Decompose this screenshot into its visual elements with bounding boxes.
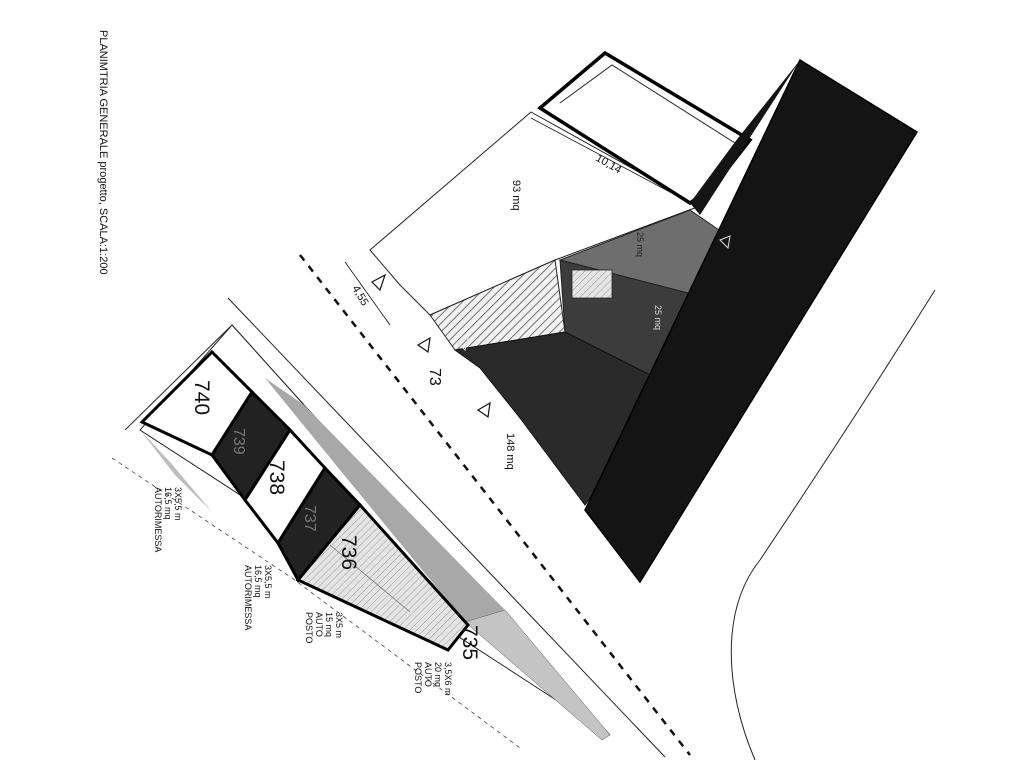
parcel-number-73: 73 [426, 368, 443, 386]
triangle-marker-4 [457, 337, 469, 351]
legend-parking-2: POSTO AUTO 20 mq 3,5X6 m [413, 662, 453, 696]
lower-area-label: 148 mq [504, 433, 516, 470]
triangle-marker-2 [416, 336, 431, 354]
lot-boundary-dashed [111, 457, 521, 749]
legend-parking-2-line-4: 3,5X6 m [443, 662, 453, 696]
unit-number-735: 735 [458, 625, 481, 660]
legend-garage-2-line-1: AUTORIMESSA [243, 565, 253, 630]
unit-736 [295, 502, 470, 652]
lot-tail-gray [464, 609, 611, 741]
building-connector [690, 60, 800, 215]
legend-parking-1-line-1: POSTO [304, 612, 314, 643]
legend-garage-2-line-2: 16,5 mq [253, 565, 263, 598]
legend-garage-2: AUTORIMESSA 16,5 mq 3X5,5 m [243, 565, 273, 630]
legend-garage-1: AUTORIMESSA 16,5 mq 3X5,5 m [153, 487, 183, 552]
legend-parking-2-line-2: AUTO [423, 662, 433, 687]
lot-strip-gray [265, 378, 505, 622]
unit-736-divider [329, 544, 411, 613]
unit-number-737: 737 [301, 505, 318, 532]
legend-parking-1: POSTO AUTO 15 mq 3X5 m [304, 612, 344, 643]
annex-roof-line [559, 64, 736, 144]
stair-area-label-b: 25 mq [653, 305, 663, 330]
dimension-line-side [344, 261, 391, 326]
triangle-marker-1 [371, 273, 387, 292]
unit-number-736: 736 [337, 535, 360, 570]
upper-area-label: 93 mq [510, 180, 522, 211]
legend-garage-1-line-1: AUTORIMESSA [153, 487, 163, 552]
stair-area-label-a: 25 mq [635, 232, 645, 257]
triangle-marker-3 [476, 401, 491, 419]
legend-garage-2-line-3: 3X5,5 m [263, 565, 273, 599]
lot-edge-gray [140, 430, 212, 512]
road-curve-line [730, 289, 936, 761]
plan-title: PLANIMTRIA GENERALE progetto, SCALA:1:20… [97, 30, 109, 275]
legend-garage-1-line-3: 3X5,5 m [173, 487, 183, 521]
legend-garage-1-line-2: 16,5 mq [163, 487, 173, 520]
triangle-marker-5 [719, 235, 731, 250]
lower-courtyard [453, 331, 671, 506]
dimension-depth-label: 4,55 [349, 284, 370, 309]
unit-number-738: 738 [265, 460, 288, 495]
road-edge-line [227, 297, 666, 758]
legend-parking-1-line-4: 3X5 m [334, 612, 344, 638]
main-building [584, 58, 919, 584]
stair-steps [571, 269, 613, 299]
legend-parking-2-line-3: 20 mq [433, 662, 443, 687]
legend-parking-1-line-3: 15 mq [324, 612, 334, 637]
unit-number-740: 740 [190, 380, 213, 415]
unit-number-739: 739 [230, 428, 247, 455]
dimension-line-top [530, 117, 699, 208]
legend-parking-1-line-2: AUTO [314, 612, 324, 637]
legend-parking-2-line-1: POSTO [413, 662, 423, 693]
